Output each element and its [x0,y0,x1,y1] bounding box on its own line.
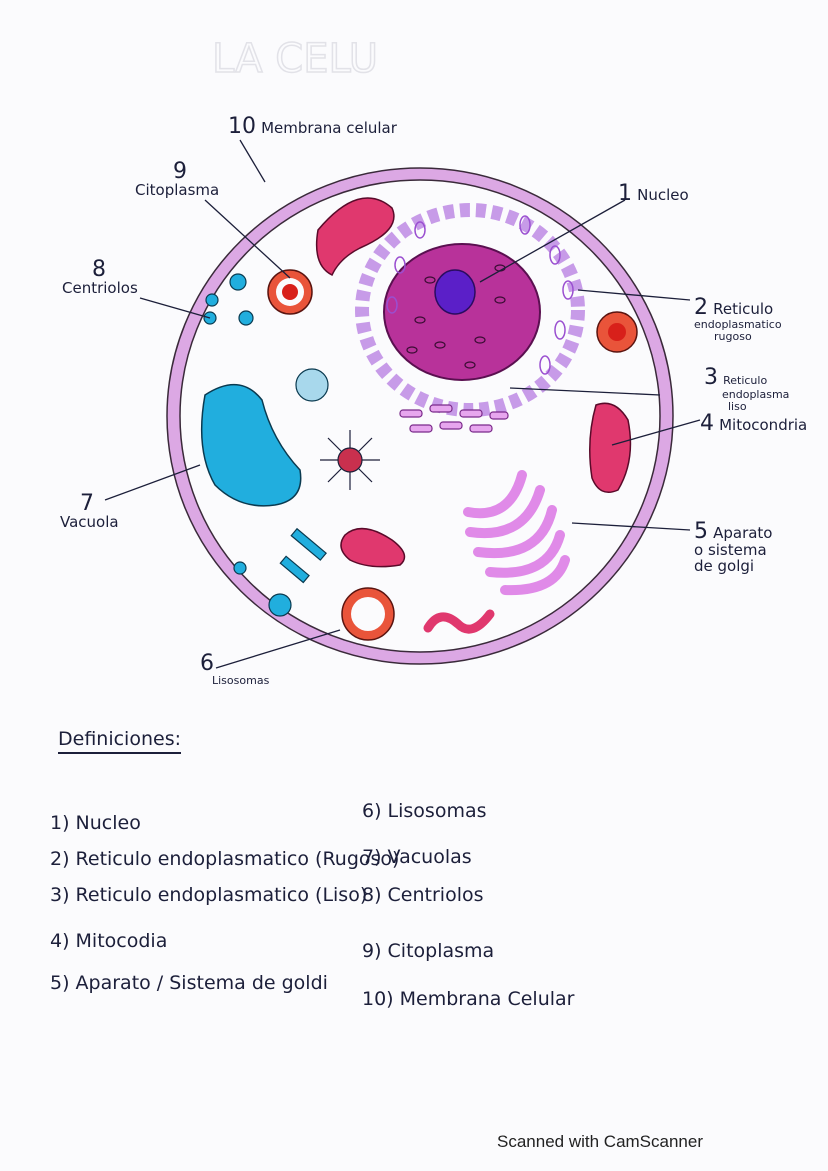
leader-lines [104,139,701,669]
label-reticulo-liso-text: Reticulo [723,374,768,387]
definition-item: 4) Mitocodia [50,930,168,952]
label-citoplasma: 9 Citoplasma [135,160,219,199]
label-reticulo-liso: 3 Reticulo endoplasma liso [704,366,789,412]
label-golgi-line3: de golgi [694,556,755,575]
label-mitocondria-text: Mitocondria [719,416,808,434]
label-reticulo-rugoso-line2: endoplasmatico [694,318,782,332]
definition-item: 5) Aparato / Sistema de goldi [50,972,328,994]
label-lisosomas-text: Lisosomas [212,674,270,688]
scanner-watermark: Scanned with CamScanner [497,1132,704,1151]
label-vacuola-num: 7 [80,491,94,516]
label-golgi-line2: o sistema [694,541,767,560]
label-reticulo-rugoso-line3: rugoso [714,329,752,343]
vacuole [200,383,302,507]
golgi-apparatus [463,470,570,596]
definitions-title: Definiciones: [58,728,181,754]
label-centriolos-text: Centriolos [62,279,138,298]
definition-item: 7) Vacuolas [362,846,472,868]
label-membrana-num: 10 [228,114,256,139]
top-scribble: LA CELU [212,36,378,82]
label-citoplasma-text: Citoplasma [135,181,220,200]
smooth-er [399,404,509,433]
definition-item: 3) Reticulo endoplasmatico (Liso) [50,884,368,906]
label-golgi: 5 Aparato o sistema de golgi [694,520,773,575]
label-reticulo-rugoso: 2 Reticulo endoplasmatico rugoso [694,296,782,342]
definition-item: 1) Nucleo [50,812,141,834]
definition-item: 10) Membrana Celular [362,988,575,1010]
lysosome [267,269,638,641]
label-membrana-text: Membrana celular [261,119,397,137]
label-centriolos: 8 Centriolos [62,258,138,297]
label-reticulo-liso-line3: liso [728,399,747,413]
label-reticulo-liso-line2: endoplasma [722,388,790,402]
centrioles [203,273,327,617]
label-reticulo-rugoso-text: Reticulo [713,300,774,318]
label-membrana: 10 Membrana celular [228,115,397,138]
label-nucleo-text: Nucleo [637,186,689,204]
label-mitocondria-num: 4 [700,411,714,436]
label-citoplasma-num: 9 [173,159,187,184]
mitochondrion [315,197,632,634]
definition-item: 8) Centriolos [362,884,484,906]
label-nucleo: 1 Nucleo [618,182,689,205]
label-vacuola-text: Vacuola [60,513,119,532]
definition-item: 2) Reticulo endoplasmatico (Rugoso) [50,848,400,870]
label-lisosomas: 6 Lisosomas [200,652,269,687]
label-golgi-num: 5 [694,519,708,544]
label-reticulo-rugoso-num: 2 [694,295,708,320]
label-mitocondria: 4 Mitocondria [700,412,807,435]
definition-item: 9) Citoplasma [362,940,495,962]
label-nucleo-num: 1 [618,181,632,206]
rough-er [386,215,574,375]
label-reticulo-liso-num: 3 [704,365,718,390]
label-golgi-text: Aparato [713,524,773,542]
centrosome [295,368,380,490]
definition-item: 6) Lisosomas [362,800,487,822]
label-lisosomas-num: 6 [200,651,214,676]
label-vacuola: 7 Vacuola [60,492,119,531]
label-centriolos-num: 8 [92,257,106,282]
